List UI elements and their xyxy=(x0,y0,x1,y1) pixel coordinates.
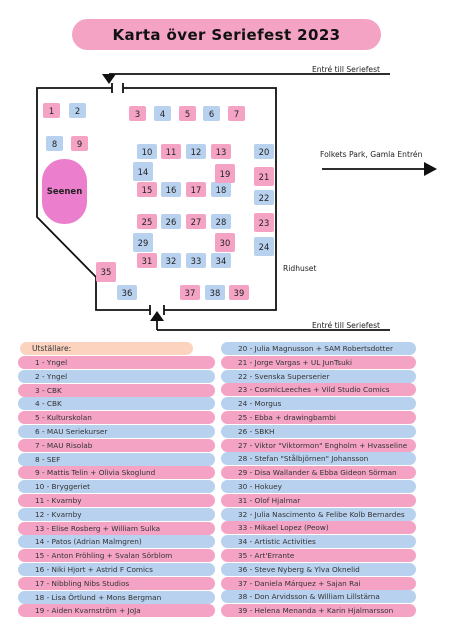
booth-38: 38 xyxy=(205,285,225,300)
booth-13: 13 xyxy=(211,144,231,159)
exhibitor-row: 34 - Artistic Activities xyxy=(221,535,416,549)
booth-23: 23 xyxy=(254,213,274,232)
booth-7: 7 xyxy=(228,106,245,121)
stage-area: Seenen xyxy=(42,159,87,224)
exhibitor-row: 35 - Art'Errante xyxy=(221,549,416,562)
exhibitors-heading-bar: Utställare: xyxy=(20,342,193,355)
ridhuset-label: Ridhuset xyxy=(283,264,317,273)
booth-35: 35 xyxy=(96,262,116,282)
wall-outline-right xyxy=(123,87,277,311)
booth-26: 26 xyxy=(161,214,181,229)
entry-top-label: Entré till Seriefest xyxy=(312,65,381,74)
stage-label: Seenen xyxy=(46,186,83,197)
booth-36: 36 xyxy=(117,285,137,300)
booth-10: 10 xyxy=(137,144,157,159)
exhibitor-row: 20 - Julia Magnusson + SAM Robertsdotter xyxy=(221,342,416,355)
exhibitor-row: 22 - Svenska Superserier xyxy=(221,369,416,383)
entry-bottom-arrowhead xyxy=(150,311,164,321)
exhibitor-row: 28 - Stefan "Stålbjörnen" Johansson xyxy=(221,452,416,466)
exhibitor-row: 17 - Nibbling Nibs Studios xyxy=(18,576,215,590)
booth-16: 16 xyxy=(161,182,181,197)
exhibitor-row: 15 - Anton Fröhling + Svalan Sörblom xyxy=(18,549,215,563)
exhibitor-row: 26 - SBKH xyxy=(221,424,416,438)
booth-3: 3 xyxy=(129,106,146,121)
exhibitor-row: 13 - Elise Rosberg + William Sulka xyxy=(18,521,215,535)
folkets-park-label: Folkets Park, Gamla Entrén xyxy=(320,150,423,159)
booth-30: 30 xyxy=(215,233,235,252)
exhibitor-row: 2 - Yngel xyxy=(18,369,215,383)
exhibitor-row: 9 - Mattis Telin + Olivia Skoglund xyxy=(18,466,215,480)
booth-5: 5 xyxy=(179,106,196,121)
booth-2: 2 xyxy=(69,103,86,118)
exhibitor-row: 30 - Hokuey xyxy=(221,480,416,493)
exhibitor-row: 11 - Kvarnby xyxy=(18,494,215,507)
booth-9: 9 xyxy=(71,136,88,151)
exhibitor-row: 33 - Mikael Lopez (Peow) xyxy=(221,521,416,535)
exhibitor-row: 8 - SEF xyxy=(18,452,215,466)
exhibitor-row: 27 - Viktor "Viktormon" Engholm + Hvasse… xyxy=(221,438,416,452)
booth-24: 24 xyxy=(254,237,274,256)
booth-19: 19 xyxy=(215,164,235,183)
exhibitor-row: 36 - Steve Nyberg & Ylva Oknelid xyxy=(221,562,416,576)
booth-6: 6 xyxy=(203,106,220,121)
exhibitor-row: 1 - Yngel xyxy=(18,356,215,369)
exhibitor-row: 4 - CBK xyxy=(18,397,215,411)
booth-34: 34 xyxy=(211,253,231,268)
booth-33: 33 xyxy=(186,253,206,268)
booth-14: 14 xyxy=(133,162,153,181)
entry-bottom-label: Entré till Seriefest xyxy=(312,321,381,330)
exhibitor-row: 14 - Patos (Adrian Malmgren) xyxy=(18,535,215,549)
page-title: Karta över Seriefest 2023 xyxy=(112,25,341,44)
exhibitor-row: 12 - Kvarnby xyxy=(18,507,215,521)
exhibitors-heading: Utställare: xyxy=(32,344,72,353)
booth-28: 28 xyxy=(211,214,231,229)
booth-32: 32 xyxy=(161,253,181,268)
title-banner: Karta över Seriefest 2023 xyxy=(72,19,381,50)
booth-1: 1 xyxy=(43,103,60,118)
exhibitor-row: 5 - Kulturskolan xyxy=(18,411,215,425)
exhibitor-row: 21 - Jorge Vargas + UL JunTsuki xyxy=(221,355,416,369)
exhibitor-row: 29 - Disa Wallander & Ebba Gideon Sörman xyxy=(221,466,416,480)
exhibitor-row: 16 - Niki Hjort + Astrid F Comics xyxy=(18,563,215,576)
exhibitor-row: 37 - Daniela Márquez + Sajan Rai xyxy=(221,576,416,590)
wall-outline xyxy=(36,87,150,311)
folkets-park-arrowhead xyxy=(424,162,437,176)
exhibitor-row: 23 - CosmicLeeches + Vild Studio Comics xyxy=(221,383,416,397)
entry-top-arrowhead xyxy=(102,74,116,84)
exhibitor-row: 24 - Morgus xyxy=(221,397,416,411)
booth-29: 29 xyxy=(133,233,153,252)
booth-21: 21 xyxy=(254,167,274,186)
booth-17: 17 xyxy=(186,182,206,197)
booth-20: 20 xyxy=(254,144,274,159)
booth-22: 22 xyxy=(254,190,274,205)
booth-27: 27 xyxy=(186,214,206,229)
exhibitor-row: 6 - MAU Seriekurser xyxy=(18,425,215,438)
exhibitor-row: 39 - Helena Menanda + Karin Hjalmarsson xyxy=(221,604,416,618)
booth-18: 18 xyxy=(211,182,231,197)
exhibitor-row: 18 - Lisa Örtlund + Mons Bergman xyxy=(18,590,215,604)
booth-15: 15 xyxy=(137,182,157,197)
exhibitor-row: 25 - Ebba + drawingbambi xyxy=(221,411,416,424)
booth-11: 11 xyxy=(161,144,181,159)
exhibitor-row: 32 - Julia Nascimento & Felibe Kolb Bern… xyxy=(221,507,416,521)
booth-39: 39 xyxy=(229,285,249,300)
booth-4: 4 xyxy=(154,106,171,121)
booth-8: 8 xyxy=(46,136,63,151)
booth-25: 25 xyxy=(137,214,157,229)
booth-31: 31 xyxy=(137,253,157,268)
exhibitor-row: 7 - MAU Risolab xyxy=(18,438,215,452)
booth-37: 37 xyxy=(180,285,200,300)
exhibitor-row: 31 - Olof Hjalmar xyxy=(221,493,416,507)
exhibitor-row: 38 - Don Arvidsson & William Lillstärna xyxy=(221,590,416,604)
booth-12: 12 xyxy=(186,144,206,159)
exhibitor-row: 10 - Bryggeriet xyxy=(18,480,215,494)
exhibitor-row: 19 - Aiden Kvarnström + JoJa xyxy=(18,604,215,618)
exhibitor-row: 3 - CBK xyxy=(18,383,215,397)
